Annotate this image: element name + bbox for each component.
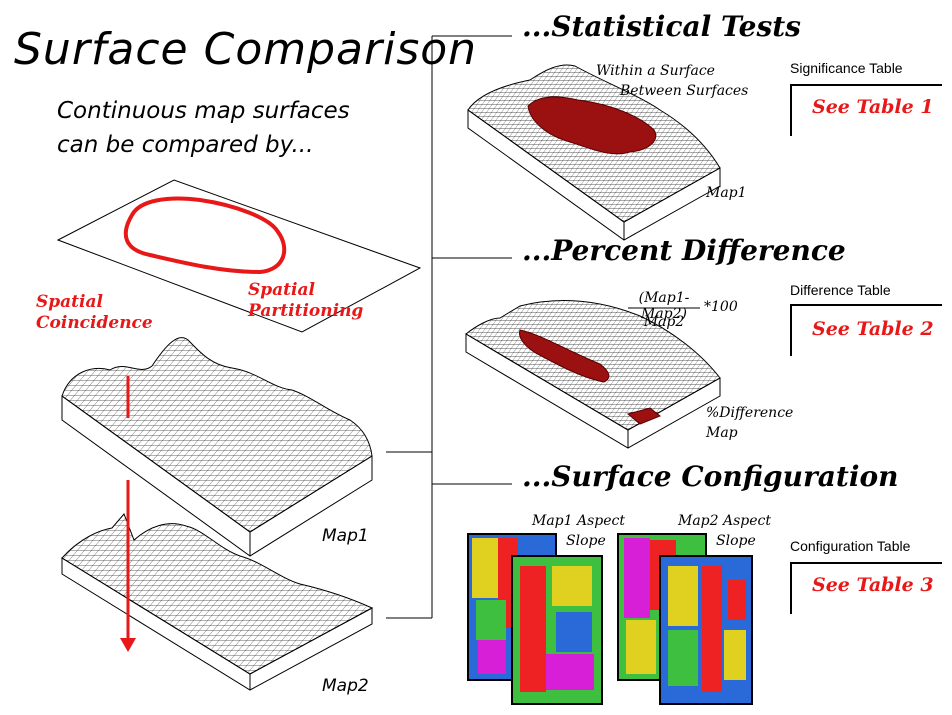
map2-slope-label: Slope bbox=[716, 533, 756, 549]
map1-label: Map1 bbox=[322, 526, 369, 546]
significance-table-bracket bbox=[790, 84, 942, 136]
stat-note-within: Within a Surface bbox=[596, 63, 715, 79]
map1-aspect-label: Map1 Aspect bbox=[532, 513, 626, 529]
intro-text: Continuous map surfaces can be compared … bbox=[57, 94, 350, 162]
map2-label: Map2 bbox=[322, 676, 369, 696]
pct-multiplier: *100 bbox=[704, 299, 738, 315]
spatial-partitioning-label: Spatial Partitioning bbox=[248, 280, 363, 322]
pct-denominator: Map2 bbox=[643, 314, 685, 330]
see-table-3-link[interactable]: See Table 3 bbox=[812, 574, 934, 596]
stat-map-label: Map1 bbox=[706, 185, 747, 201]
partition-plane bbox=[56, 179, 422, 333]
pct-surface bbox=[465, 300, 721, 449]
stat-heading: ...Statistical Tests bbox=[522, 10, 801, 43]
map1-slope-label: Slope bbox=[566, 533, 606, 549]
pct-map-label-2: Map bbox=[706, 425, 738, 441]
aspect-slope-maps bbox=[467, 533, 753, 705]
connector-lines bbox=[386, 35, 512, 619]
pct-heading: ...Percent Difference bbox=[522, 234, 846, 267]
map2-surface bbox=[61, 480, 374, 691]
spatial-partitioning-line-2: Partitioning bbox=[248, 301, 364, 321]
configuration-table-bracket bbox=[790, 562, 942, 614]
intro-line-2: can be compared by... bbox=[57, 132, 314, 158]
configuration-table-caption: Configuration Table bbox=[790, 538, 911, 554]
map2-aspect-label: Map2 Aspect bbox=[678, 513, 772, 529]
stat-surface bbox=[467, 64, 721, 241]
spatial-coincidence-label: Spatial Coincidence bbox=[36, 292, 153, 334]
difference-table-caption: Difference Table bbox=[790, 282, 891, 298]
see-table-2-link[interactable]: See Table 2 bbox=[812, 318, 934, 340]
spatial-coincidence-line-1: Spatial bbox=[36, 292, 103, 312]
config-heading: ...Surface Configuration bbox=[522, 460, 899, 493]
stat-note-between: Between Surfaces bbox=[620, 83, 749, 99]
spatial-coincidence-line-2: Coincidence bbox=[36, 313, 153, 333]
see-table-1-link[interactable]: See Table 1 bbox=[812, 96, 934, 118]
spatial-partitioning-line-1: Spatial bbox=[248, 280, 315, 300]
difference-table-bracket bbox=[790, 304, 942, 356]
pct-numerator: (Map1-Map2) bbox=[638, 290, 690, 322]
page-title: Surface Comparison bbox=[14, 24, 478, 75]
significance-table-caption: Significance Table bbox=[790, 60, 903, 76]
pct-map-label-1: %Difference bbox=[706, 405, 794, 421]
intro-line-1: Continuous map surfaces bbox=[57, 98, 350, 124]
map1-surface bbox=[61, 337, 373, 557]
